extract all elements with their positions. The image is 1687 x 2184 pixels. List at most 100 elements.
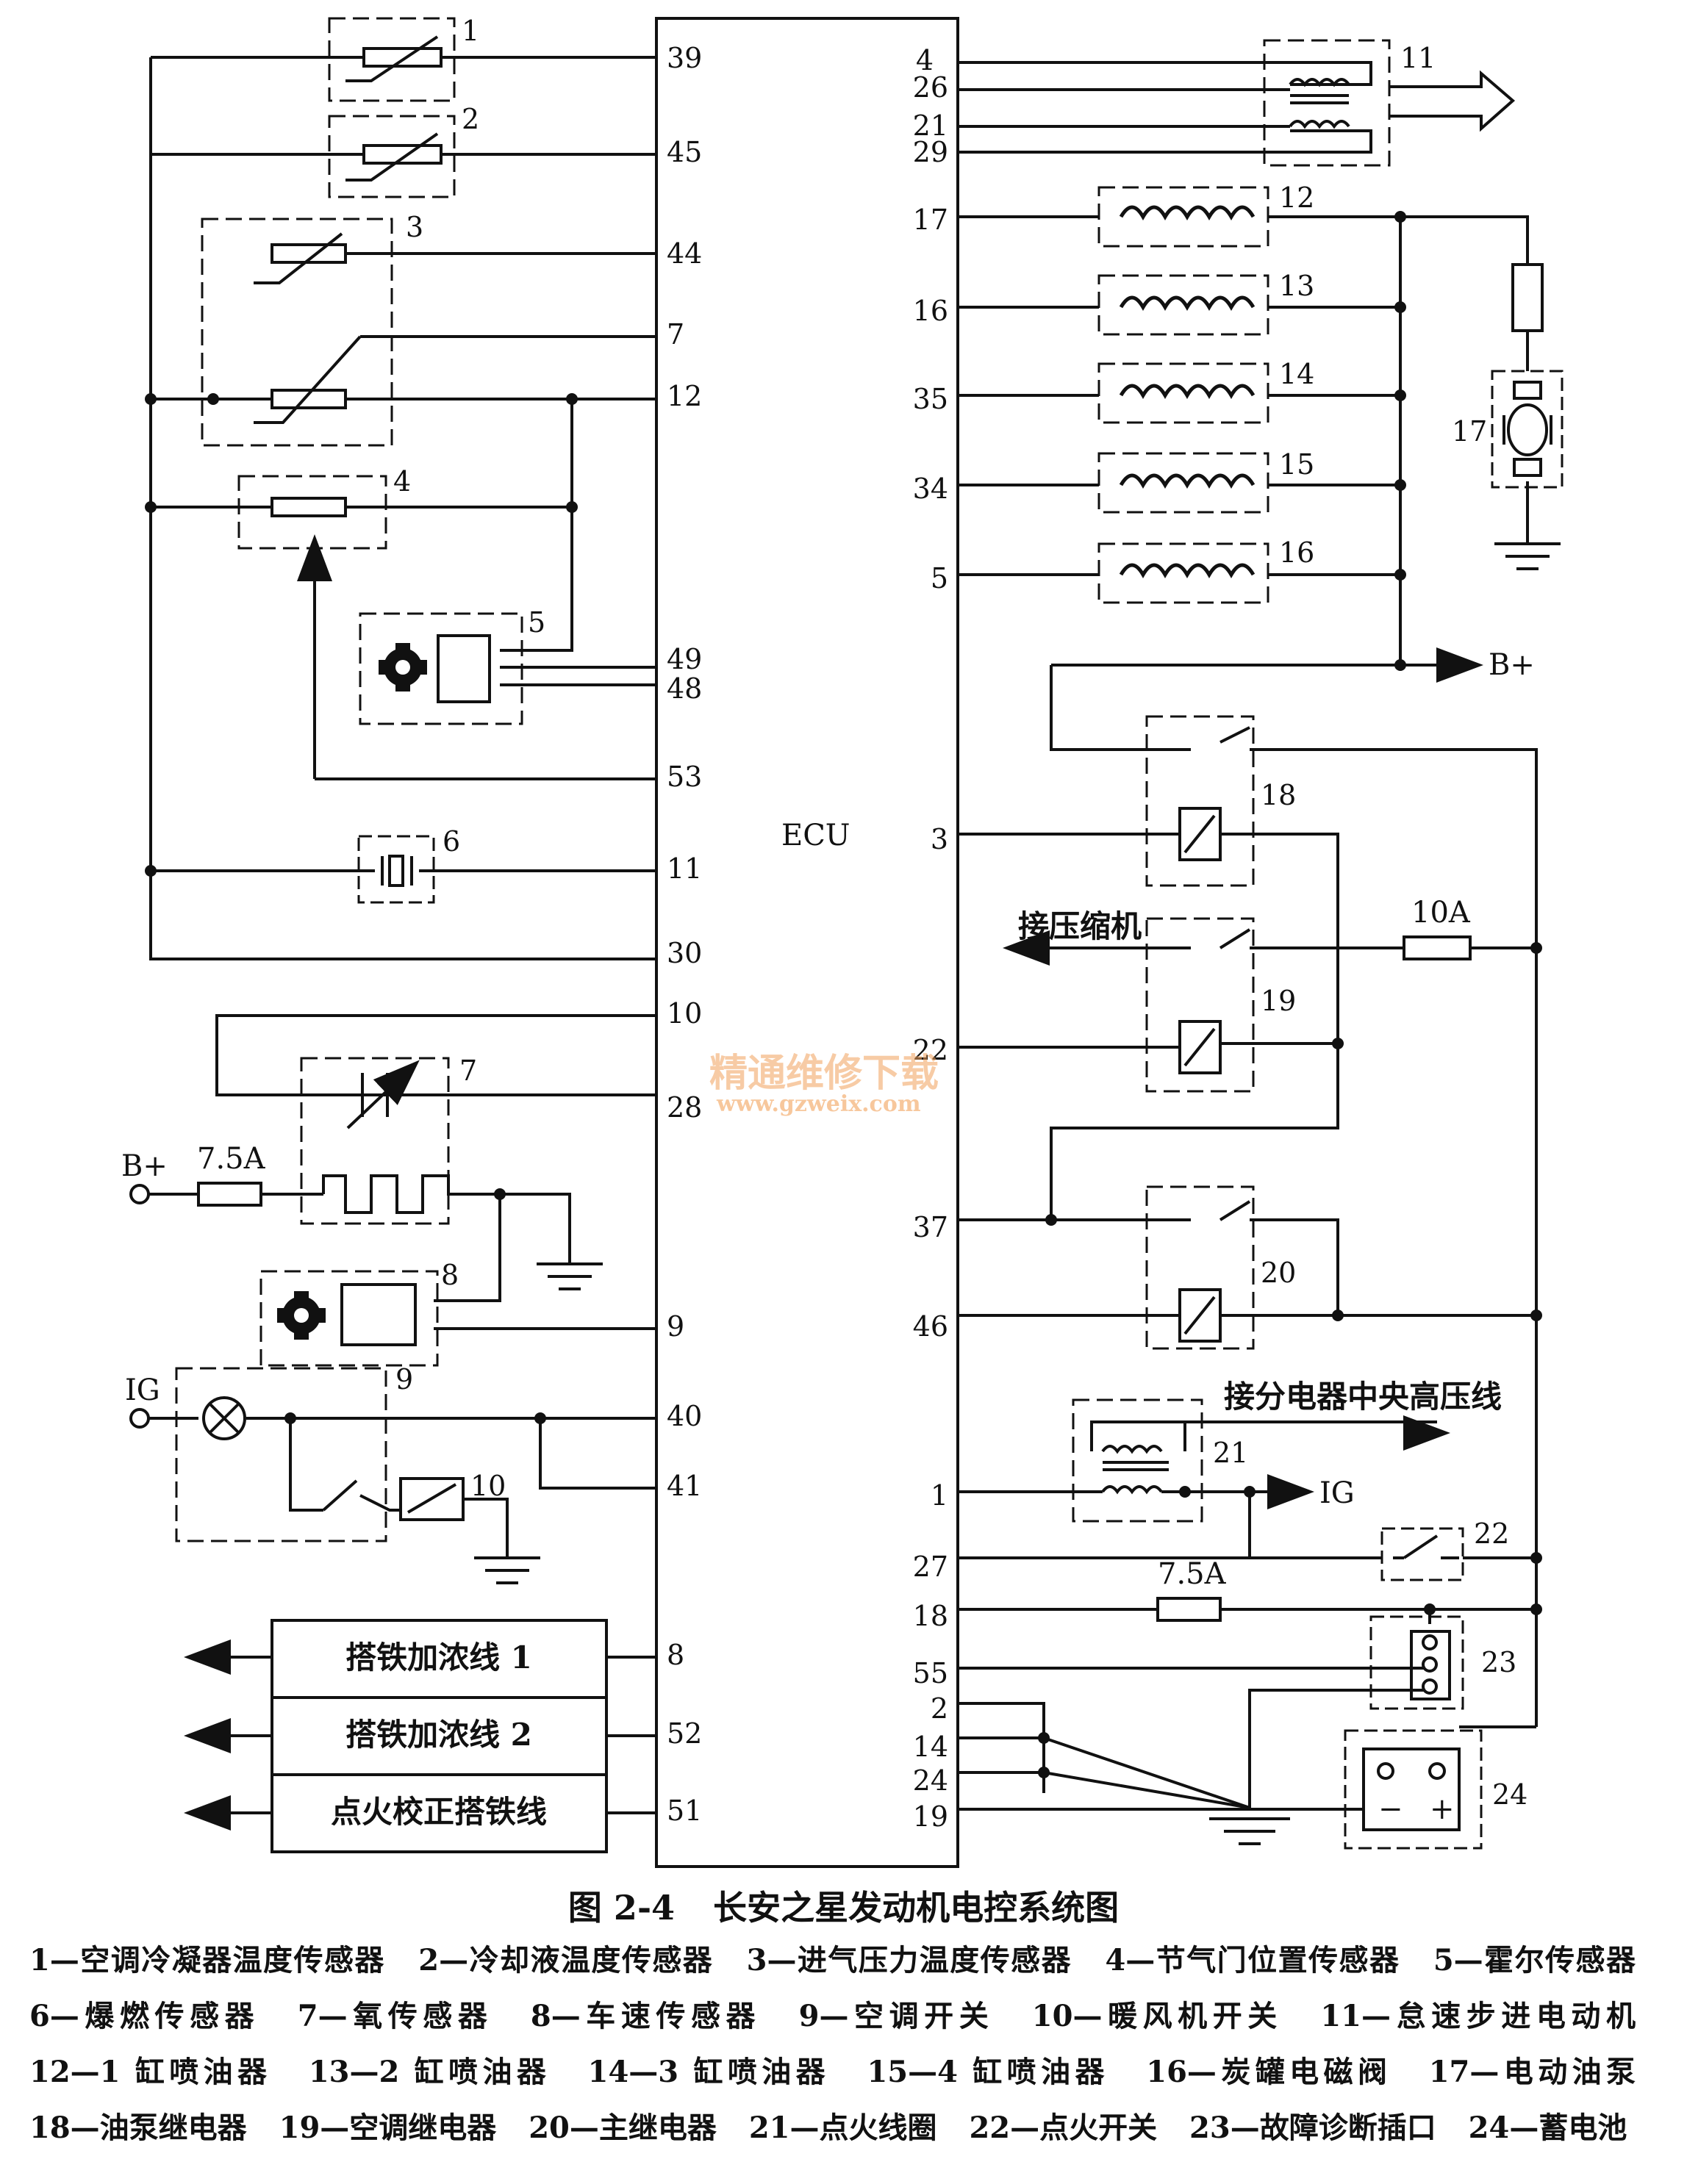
pin-53: 53 (667, 761, 702, 793)
legend-item: 12—1 缸喷油器 (29, 2055, 272, 2089)
comp-num-11: 11 (1400, 42, 1436, 74)
pin-40: 40 (667, 1400, 702, 1432)
injector-13: 13 (1097, 270, 1314, 336)
pin-16: 16 (913, 295, 948, 327)
relay-20-main: 20 (1145, 1185, 1296, 1350)
legend-item: 13—2 缸喷油器 (308, 2055, 551, 2089)
sensor-3-intake-pressure-temp: 3 (201, 211, 423, 447)
ecu-right-pins: 4 26 21 29 17 16 35 34 5 3 22 37 46 1 27… (913, 44, 948, 1833)
comp-num-5: 5 (528, 606, 545, 639)
ignition-switch-22: 22 (1380, 1517, 1509, 1581)
figure-number: 图 2-4 (567, 1888, 676, 1928)
legend-item: 7—氧传感器 (297, 1999, 493, 2033)
bottom-right-junctions (1038, 1552, 1542, 1778)
relay-junctions (1045, 942, 1542, 1321)
comp-num-15: 15 (1279, 448, 1314, 481)
relay-19-ac: 19 (1145, 917, 1296, 1093)
legend-item: 8—车速传感器 (530, 1999, 762, 2033)
pin-12: 12 (667, 380, 702, 412)
ground-box-1: 搭铁加浓线 1 (345, 1639, 532, 1675)
b-plus-left: B+ (121, 1149, 168, 1183)
canister-solenoid-16: 16 (1097, 536, 1314, 604)
ecu-left-pins: 39 45 44 7 12 49 48 53 11 30 10 28 9 40 … (667, 42, 702, 1827)
pin-17: 17 (913, 204, 948, 236)
pin-26: 26 (913, 71, 948, 104)
legend-item: 22—点火开关 (969, 2111, 1158, 2145)
pin-1: 1 (931, 1479, 948, 1512)
ground-line-boxes: 搭铁加浓线 1 搭铁加浓线 2 点火校正搭铁线 (184, 1619, 608, 1853)
legend-item: 6—爆燃传感器 (29, 1999, 260, 2033)
switch-10-heater: 10 (399, 1470, 506, 1521)
ecu-block (655, 17, 959, 1868)
to-compressor-label: 接压缩机 (1018, 908, 1142, 944)
fuse-7-5a-right-label: 7.5A (1158, 1557, 1227, 1591)
legend-item: 5—霍尔传感器 (1433, 1943, 1636, 1978)
oxygen-heater-supply: B+ 7.5A (121, 1142, 266, 1207)
comp-num-8: 8 (441, 1259, 459, 1291)
comp-num-1: 1 (462, 15, 479, 47)
legend-item: 19—空调继电器 (279, 2111, 497, 2145)
comp-num-21: 21 (1213, 1437, 1248, 1469)
pin-22: 22 (913, 1034, 948, 1066)
left-junctions (145, 393, 578, 1424)
watermark: 精通维修下载 www.gzweix.com (709, 1051, 939, 1117)
sensor-5-hall: 5 (359, 606, 545, 725)
legend-item: 18—油泵继电器 (29, 2111, 247, 2145)
comp-num-17: 17 (1452, 415, 1487, 448)
pin-14: 14 (913, 1731, 948, 1763)
comp-num-3: 3 (406, 211, 423, 243)
fuse-7-5a-right: 7.5A (1156, 1557, 1227, 1622)
pin-46: 46 (913, 1310, 948, 1343)
pin-19: 19 (913, 1800, 948, 1833)
wiring-diagram: ECU 39 45 44 7 12 49 48 53 11 30 10 28 9… (121, 15, 1564, 1868)
sensor-7-oxygen: 7 (300, 1055, 477, 1225)
legend-item: 2—冷却液温度传感器 (418, 1943, 714, 1978)
watermark-url: www.gzweix.com (716, 1091, 921, 1117)
legend-item: 15—4 缸喷油器 (867, 2055, 1109, 2089)
pin-28: 28 (667, 1091, 702, 1124)
pin-52: 52 (667, 1717, 702, 1750)
ignition-coil-21: 21 (958, 1398, 1450, 1523)
legend-item: 21—点火线圈 (748, 2111, 937, 2145)
legend-item: 20—主继电器 (529, 2111, 717, 2145)
left-common-bus (149, 57, 656, 960)
battery-minus: − (1378, 1792, 1403, 1826)
legend-item: 10—暖风机开关 (1031, 1999, 1283, 2033)
sensor-4-throttle-position: 4 (237, 465, 411, 550)
ground-symbol-right (1209, 1817, 1290, 1845)
sensor-8-vehicle-speed: 8 (259, 1259, 459, 1367)
pin-21: 21 (913, 109, 948, 142)
legend-item: 11—怠速步进电动机 (1320, 1999, 1636, 2033)
ig-label-left: IG (125, 1373, 160, 1407)
pin-45: 45 (667, 136, 702, 168)
relay-18-fuel-pump: 18 (1145, 715, 1296, 887)
comp-num-9: 9 (395, 1363, 413, 1395)
pin-48: 48 (667, 672, 702, 705)
comp-num-22: 22 (1474, 1517, 1509, 1550)
legend-item: 1—空调冷凝器温度传感器 (29, 1943, 385, 1978)
pin-35: 35 (913, 383, 948, 415)
comp-num-14: 14 (1279, 358, 1314, 390)
ground-box-2: 搭铁加浓线 2 (345, 1717, 532, 1753)
comp-num-7: 7 (459, 1055, 477, 1087)
ig-right-label: IG (1319, 1476, 1355, 1510)
actuator-11-idle-stepper: 11 (958, 39, 1516, 167)
relay-wiring (958, 665, 1538, 1727)
pin-34: 34 (913, 473, 948, 505)
b-plus-right: B+ (1489, 648, 1535, 682)
pin-4: 4 (916, 44, 934, 76)
pin-3: 3 (931, 823, 948, 855)
ground-box-3: 点火校正搭铁线 (331, 1794, 547, 1830)
legend-item: 9—空调开关 (798, 1999, 995, 2033)
pin-10: 10 (667, 997, 702, 1030)
legend-item: 16—炭罐电磁阀 (1146, 2055, 1392, 2089)
injector-junctions (1394, 211, 1406, 671)
fuse-7-5a-left: 7.5A (197, 1142, 266, 1176)
battery-24: − + 24 (1344, 1729, 1527, 1850)
to-distributor-label: 接分电器中央高压线 (1224, 1379, 1502, 1415)
pin-27: 27 (913, 1551, 948, 1583)
comp-num-13: 13 (1279, 270, 1314, 302)
legend: 1—空调冷凝器温度传感器 2—冷却液温度传感器 3—进气压力温度传感器 4—节气… (29, 1933, 1658, 2156)
battery-plus: + (1430, 1792, 1455, 1826)
injector-14: 14 (1097, 358, 1314, 424)
